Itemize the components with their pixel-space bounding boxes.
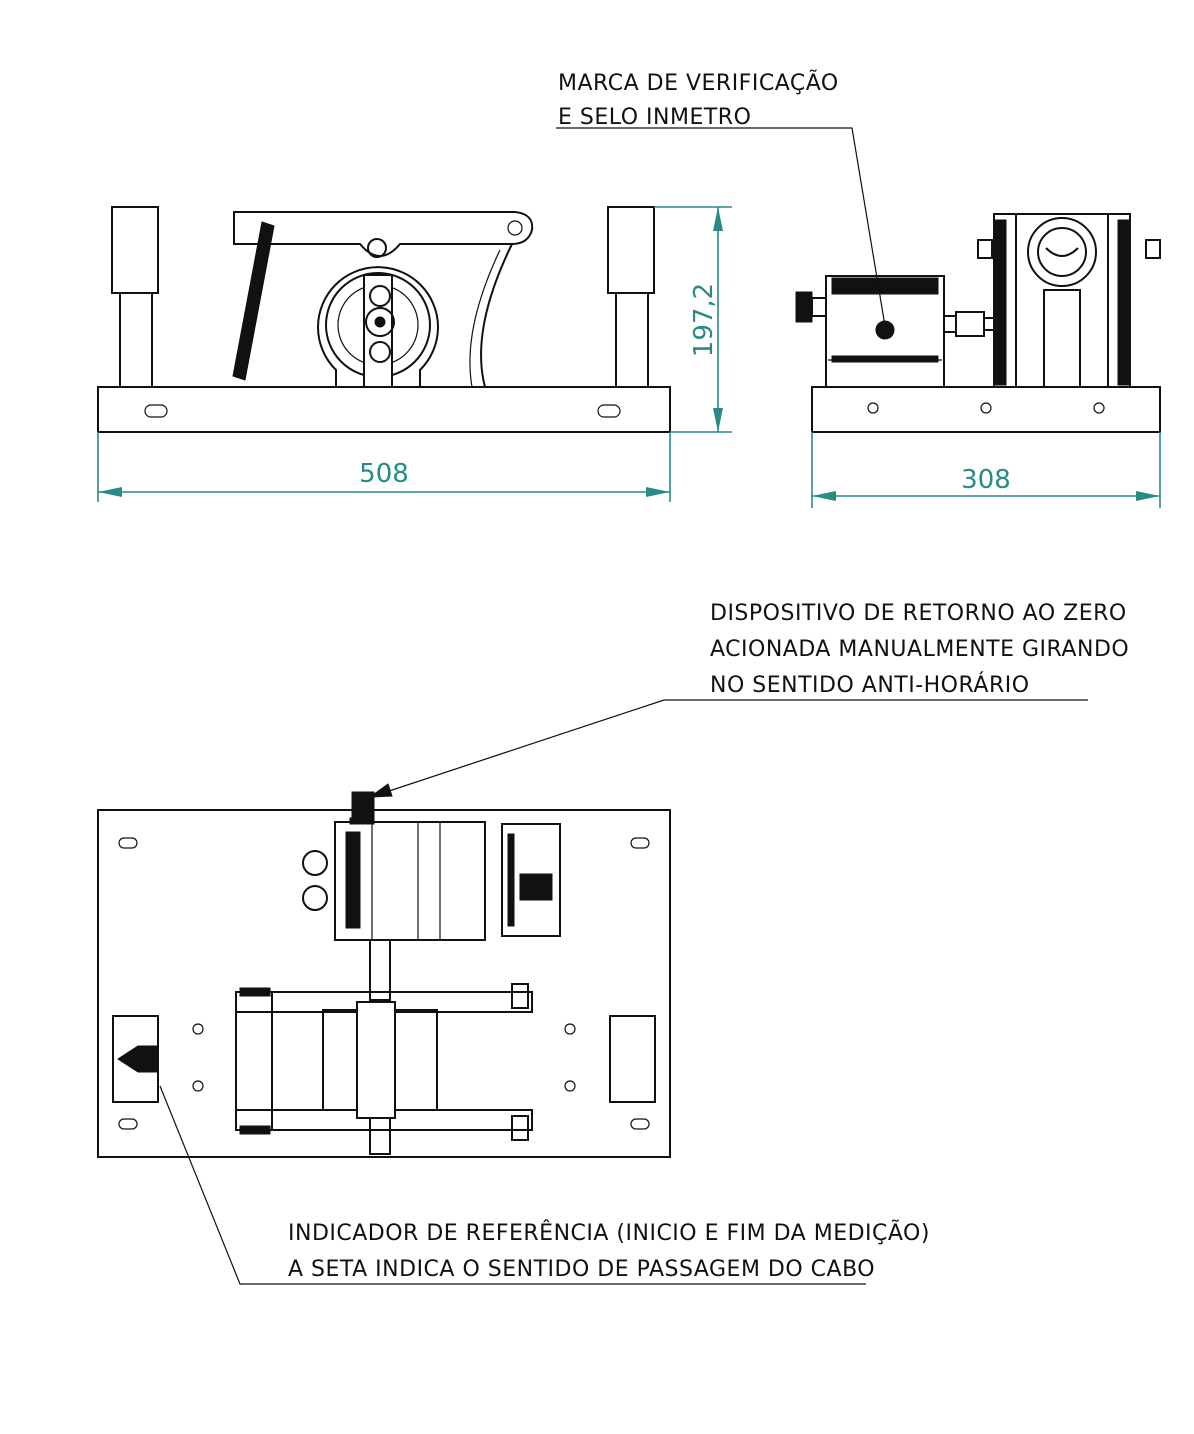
top-hole-3 — [564, 1023, 576, 1035]
top-counter-digits — [345, 831, 361, 929]
seal-leader-line — [556, 127, 886, 327]
top-counter — [334, 821, 486, 941]
top-hole-4 — [564, 1080, 576, 1092]
front-support-curve-inner — [469, 249, 501, 388]
dim-arrow-left — [98, 487, 122, 497]
top-slot-3 — [118, 1118, 138, 1130]
side-dimensions: 308 — [811, 432, 1161, 508]
top-slot-1 — [118, 837, 138, 849]
seal-note-line-2: E SELO INMETRO — [558, 105, 751, 130]
top-pivot-lower — [511, 1115, 529, 1141]
front-dimensions: 508 197,2 — [97, 206, 732, 502]
front-lever-bolt — [367, 238, 387, 258]
top-label-plate — [501, 823, 561, 937]
dim-side-arrow-left — [812, 491, 836, 501]
front-post-left-top — [111, 206, 159, 294]
top-hole-1 — [192, 1023, 204, 1035]
side-knob — [795, 291, 813, 323]
side-base-hole-2 — [980, 402, 992, 414]
dim-side-width-label: 308 — [961, 465, 1011, 495]
top-round-1 — [302, 850, 328, 876]
dim-arrow-right — [646, 487, 670, 497]
top-shaft — [369, 939, 391, 1001]
front-base-slot-right — [597, 404, 621, 418]
top-shaft-lower — [369, 1117, 391, 1155]
zero-reset-line-2: ACIONADA MANUALMENTE GIRANDO — [710, 637, 1129, 662]
side-view — [795, 213, 1161, 433]
side-wheel-frame — [993, 213, 1131, 388]
front-hub-core — [374, 316, 386, 328]
zero-reset-note: DISPOSITIVO DE RETORNO AO ZERO ACIONADA … — [368, 601, 1129, 798]
dim-arrow-top — [713, 207, 723, 231]
top-counter-knob-base — [349, 817, 375, 825]
front-post-right-top — [607, 206, 655, 294]
top-hole-2 — [192, 1080, 204, 1092]
reference-line-1: INDICADOR DE REFERÊNCIA (INICIO E FIM DA… — [288, 1219, 930, 1246]
top-plate — [97, 809, 671, 1158]
dim-front-height-label: 197,2 — [689, 283, 719, 357]
zero-reset-line-1: DISPOSITIVO DE RETORNO AO ZERO — [710, 601, 1127, 626]
dim-arrow-bottom — [713, 408, 723, 432]
top-handle-grip-bottom — [239, 1125, 271, 1135]
top-post-right — [609, 1015, 656, 1103]
side-base-hole-1 — [867, 402, 879, 414]
side-wheel-inner — [1037, 227, 1087, 277]
side-coupling-b — [955, 311, 985, 337]
top-view — [97, 791, 671, 1158]
front-base-slot-left — [144, 404, 168, 418]
side-wheel-cable — [1045, 247, 1079, 257]
top-slot-2 — [630, 837, 650, 849]
top-reference-arrow — [117, 1045, 159, 1073]
side-bolt-right — [1145, 239, 1161, 259]
side-frame-left — [993, 219, 1007, 386]
reference-note: INDICADOR DE REFERÊNCIA (INICIO E FIM DA… — [159, 1085, 930, 1285]
front-hub-top — [369, 285, 391, 307]
front-lever-arm — [233, 211, 534, 257]
side-counter-bottom-ribs — [831, 355, 939, 363]
top-slot-4 — [630, 1118, 650, 1130]
front-wheel-guard — [317, 266, 439, 387]
zero-reset-line-3: NO SENTIDO ANTI-HORÁRIO — [710, 672, 1030, 698]
reference-leader — [159, 1085, 866, 1285]
top-handle-grip-top — [239, 987, 271, 997]
seal-note-line-1: MARCA DE VERIFICAÇÃO — [558, 69, 839, 96]
dim-front-width-label: 508 — [359, 459, 409, 489]
front-view — [97, 206, 671, 433]
top-pivot-upper — [511, 983, 529, 1009]
side-seal-mark — [875, 320, 895, 340]
side-base — [811, 386, 1161, 433]
front-spring — [232, 221, 275, 381]
front-post-right-column — [615, 292, 649, 388]
top-wheel — [356, 1001, 396, 1119]
side-base-hole-3 — [1093, 402, 1105, 414]
dim-side-arrow-right — [1136, 491, 1160, 501]
front-post-left-column — [119, 292, 153, 388]
side-bolt-left — [977, 239, 993, 259]
top-round-2 — [302, 885, 328, 911]
front-hub-center — [365, 307, 395, 337]
side-wheel-column — [1043, 289, 1081, 388]
front-hub-bottom — [369, 341, 391, 363]
top-zero-reset-knob — [351, 791, 375, 819]
top-label-stripe — [507, 833, 515, 927]
seal-note: MARCA DE VERIFICAÇÃO E SELO INMETRO — [556, 69, 886, 327]
front-support-curve — [480, 243, 513, 388]
top-label-flag — [519, 873, 553, 901]
front-lever-pivot — [507, 220, 523, 236]
side-frame-right — [1117, 219, 1131, 386]
side-knob-shaft — [811, 297, 827, 317]
side-counter-ribs — [831, 277, 939, 295]
front-base — [97, 386, 671, 433]
side-coupling-a — [943, 315, 957, 333]
side-wheel-outer — [1027, 217, 1097, 287]
zero-reset-leader-arrow — [368, 783, 393, 798]
side-coupling-c — [983, 317, 995, 331]
reference-line-2: A SETA INDICA O SENTIDO DE PASSAGEM DO C… — [288, 1257, 875, 1282]
zero-reset-leader — [373, 699, 1088, 797]
